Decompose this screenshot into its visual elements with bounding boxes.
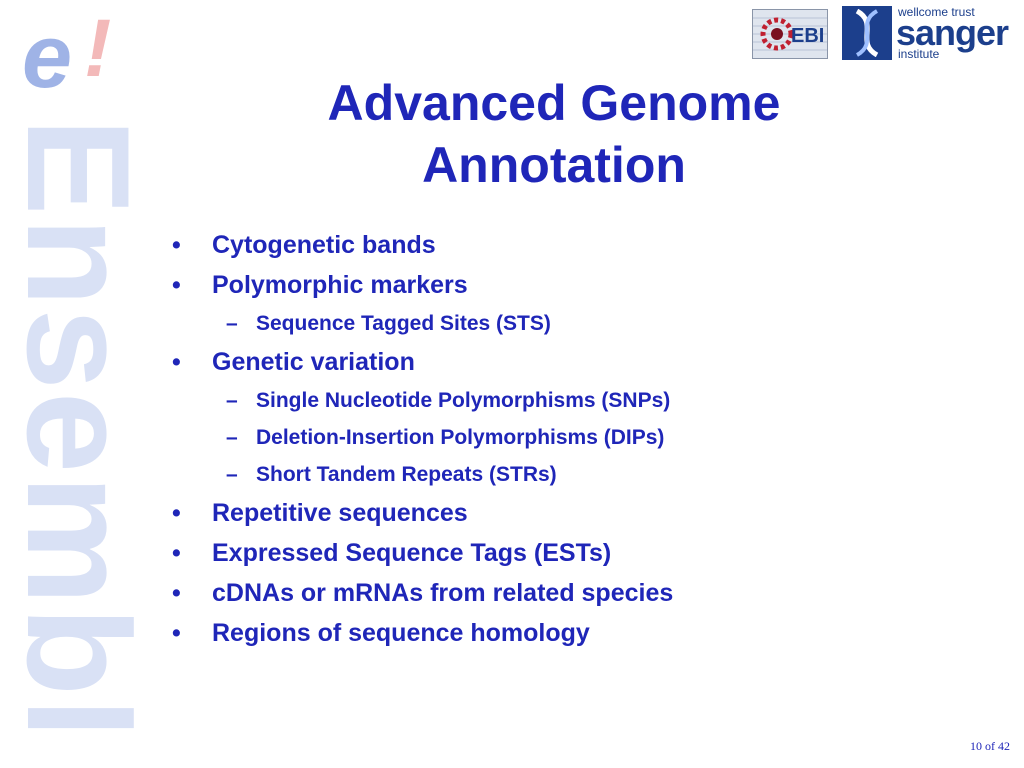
sanger-main-text: sanger (896, 12, 1009, 53)
page-number: 10 of 42 (970, 739, 1010, 753)
bullet-marker: • (172, 499, 181, 527)
bullet-item: • Polymorphic markers (172, 266, 992, 306)
slide-title: Advanced Genome Annotation (250, 72, 858, 196)
bullet-item: • Expressed Sequence Tags (ESTs) (172, 534, 992, 574)
title-line-1: Advanced Genome (327, 75, 781, 131)
bullet-text: cDNAs or mRNAs from related species (212, 579, 674, 607)
sub-bullet-text: Single Nucleotide Polymorphisms (SNPs) (256, 389, 671, 412)
sub-bullet-item: – Single Nucleotide Polymorphisms (SNPs) (172, 383, 992, 420)
sub-bullet-marker: – (226, 463, 238, 486)
sub-bullet-marker: – (226, 389, 238, 412)
bullet-marker: • (172, 271, 181, 299)
bullet-marker: • (172, 348, 181, 376)
ebi-logo: EBI (752, 9, 828, 59)
bullet-item: • Regions of sequence homology (172, 614, 992, 654)
ebi-logo-text: EBI (791, 25, 824, 47)
sub-bullet-marker: – (226, 312, 238, 335)
bullet-marker: • (172, 619, 181, 647)
bullet-text: Polymorphic markers (212, 271, 468, 299)
sanger-logo: wellcome trust sanger institute (842, 6, 1018, 60)
bullet-item: • cDNAs or mRNAs from related species (172, 574, 992, 614)
bullet-text: Cytogenetic bands (212, 231, 436, 259)
e-logo-exclamation: ! (84, 3, 112, 94)
bullet-text: Repetitive sequences (212, 499, 468, 527)
ebi-emblem-icon: EBI (753, 10, 827, 58)
bullet-text: Genetic variation (212, 348, 415, 376)
sub-bullet-item: – Short Tandem Repeats (STRs) (172, 457, 992, 494)
ensembl-vertical-text: Ensembl (12, 118, 152, 741)
ensembl-watermark: Ensembl e ! (12, 0, 152, 768)
sub-bullet-text: Short Tandem Repeats (STRs) (256, 463, 557, 486)
bullet-item: • Cytogenetic bands (172, 226, 992, 266)
bullet-text: Expressed Sequence Tags (ESTs) (212, 539, 612, 567)
bullet-marker: • (172, 231, 181, 259)
bullet-text: Regions of sequence homology (212, 619, 590, 647)
sanger-top-text: wellcome trust (898, 5, 975, 19)
bullet-marker: • (172, 539, 181, 567)
bullet-item: • Genetic variation (172, 343, 992, 383)
e-logo-letter: e (22, 7, 73, 107)
bullet-marker: • (172, 579, 181, 607)
sanger-wordmark: wellcome trust sanger institute (892, 6, 1018, 60)
sub-bullet-marker: – (226, 426, 238, 449)
title-line-2: Annotation (422, 137, 686, 193)
sub-bullet-text: Deletion-Insertion Polymorphisms (DIPs) (256, 426, 665, 449)
bullet-item: • Repetitive sequences (172, 494, 992, 534)
sub-bullet-item: – Sequence Tagged Sites (STS) (172, 306, 992, 343)
sub-bullet-text: Sequence Tagged Sites (STS) (256, 312, 551, 335)
sanger-bottom-text: institute (898, 47, 940, 61)
sub-bullet-item: – Deletion-Insertion Polymorphisms (DIPs… (172, 420, 992, 457)
dna-helix-icon (842, 6, 892, 60)
bullet-list: • Cytogenetic bands • Polymorphic marker… (172, 226, 992, 654)
